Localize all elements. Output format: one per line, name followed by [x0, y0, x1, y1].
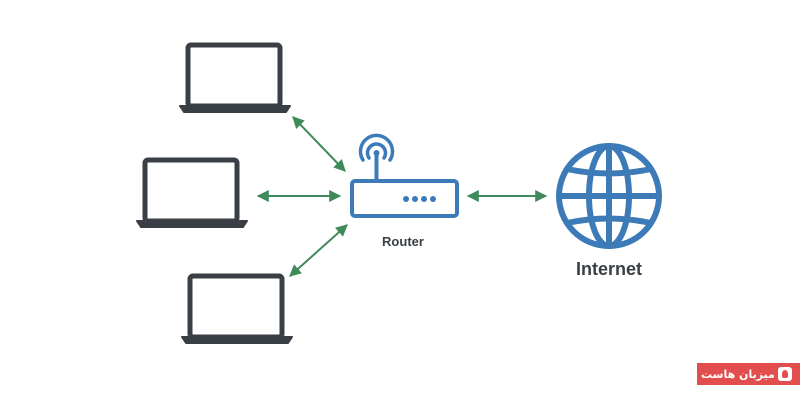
router-label: Router: [382, 234, 424, 249]
watermark-badge: میزبان هاست: [697, 363, 800, 385]
router-icon: [350, 133, 459, 218]
laptop-icon: [179, 42, 291, 113]
watermark-text: میزبان هاست: [701, 367, 775, 381]
logo-icon: [777, 367, 792, 381]
connection-arrow: [289, 224, 348, 277]
laptop-icon: [181, 273, 293, 344]
globe-icon: [556, 143, 662, 249]
internet-label: Internet: [576, 259, 642, 279]
connection-arrow: [292, 116, 346, 172]
laptop-icon: [136, 157, 248, 228]
